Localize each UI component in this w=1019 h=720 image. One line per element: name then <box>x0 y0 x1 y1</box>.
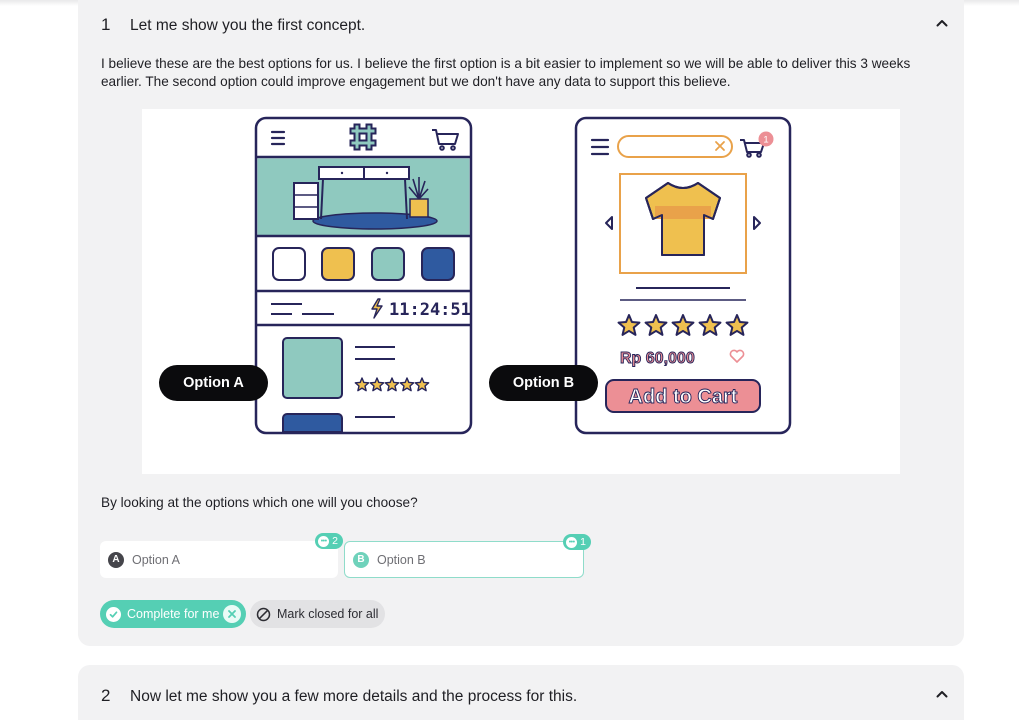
phone-mockup-a: 11:24:51 <box>254 116 473 435</box>
heart-icon <box>729 349 745 363</box>
chevron-up-icon[interactable] <box>934 15 950 31</box>
comment-icon: ••• <box>566 536 578 548</box>
option-letter-badge: B <box>353 551 369 568</box>
section-card-2: 2 Now let me show you a few more details… <box>78 665 964 720</box>
add-to-cart-text: Add to Cart <box>629 386 738 408</box>
section-header-2[interactable]: 2 Now let me show you a few more details… <box>101 686 577 706</box>
star-icon <box>725 314 749 336</box>
phone-mockup-b: 1 Rp 60,000 Add to Cart <box>574 116 792 435</box>
countdown-text: 11:24:51 <box>389 300 471 320</box>
section-title: Now let me show you a few more details a… <box>130 688 578 705</box>
complete-label: Complete for me <box>127 607 220 621</box>
star-icon <box>399 377 415 392</box>
section-number: 1 <box>101 15 111 34</box>
star-icon <box>369 377 385 392</box>
option-label: Option B <box>377 552 426 567</box>
poll-option-a[interactable]: A Option A ••• 2 <box>100 533 343 578</box>
option-a-label: Option A <box>159 365 268 401</box>
option-b-label: Option B <box>489 365 598 401</box>
poll-option-b[interactable]: B Option B ••• 1 <box>344 534 591 578</box>
menu-icon <box>270 130 286 146</box>
menu-icon <box>590 138 610 156</box>
option-label: Option A <box>132 552 180 567</box>
section-title: Let me show you the first concept. <box>130 17 366 34</box>
star-icon <box>671 314 695 336</box>
vote-count: 2 <box>332 535 338 547</box>
price-text: Rp 60,000 <box>620 350 695 367</box>
star-icon <box>698 314 722 336</box>
concept-illustration: 11:24:51 <box>142 109 900 474</box>
cart-icon <box>432 129 459 151</box>
mark-closed-label: Mark closed for all <box>277 607 379 621</box>
section-header-1[interactable]: 1 Let me show you the first concept. <box>101 15 365 35</box>
logo-icon <box>349 123 377 151</box>
mark-closed-for-all-button[interactable]: Mark closed for all <box>250 600 385 628</box>
star-icon <box>644 314 668 336</box>
ban-icon <box>256 607 271 621</box>
arrow-right-icon <box>753 216 761 230</box>
vote-count-badge[interactable]: ••• 1 <box>563 534 591 550</box>
vote-count: 1 <box>580 536 586 548</box>
lightning-icon <box>371 298 383 319</box>
poll-question: By looking at the options which one will… <box>101 495 418 510</box>
rating-stars-a <box>354 377 430 392</box>
close-icon[interactable] <box>223 605 241 623</box>
rating-stars-b <box>617 314 749 336</box>
star-icon <box>354 377 370 392</box>
vote-count-badge[interactable]: ••• 2 <box>315 533 343 549</box>
section-description: I believe these are the best options for… <box>101 56 911 89</box>
complete-for-me-button[interactable]: Complete for me <box>100 600 246 628</box>
section-number: 2 <box>101 686 111 705</box>
star-icon <box>414 377 430 392</box>
section-card-1: 1 Let me show you the first concept. I b… <box>78 0 964 646</box>
star-icon <box>617 314 641 336</box>
option-letter-badge: A <box>108 551 124 568</box>
cart-badge-count: 1 <box>763 135 768 146</box>
chevron-up-icon[interactable] <box>934 686 950 702</box>
check-icon <box>106 606 121 622</box>
comment-icon: ••• <box>318 535 330 547</box>
arrow-left-icon <box>605 216 613 230</box>
star-icon <box>384 377 400 392</box>
